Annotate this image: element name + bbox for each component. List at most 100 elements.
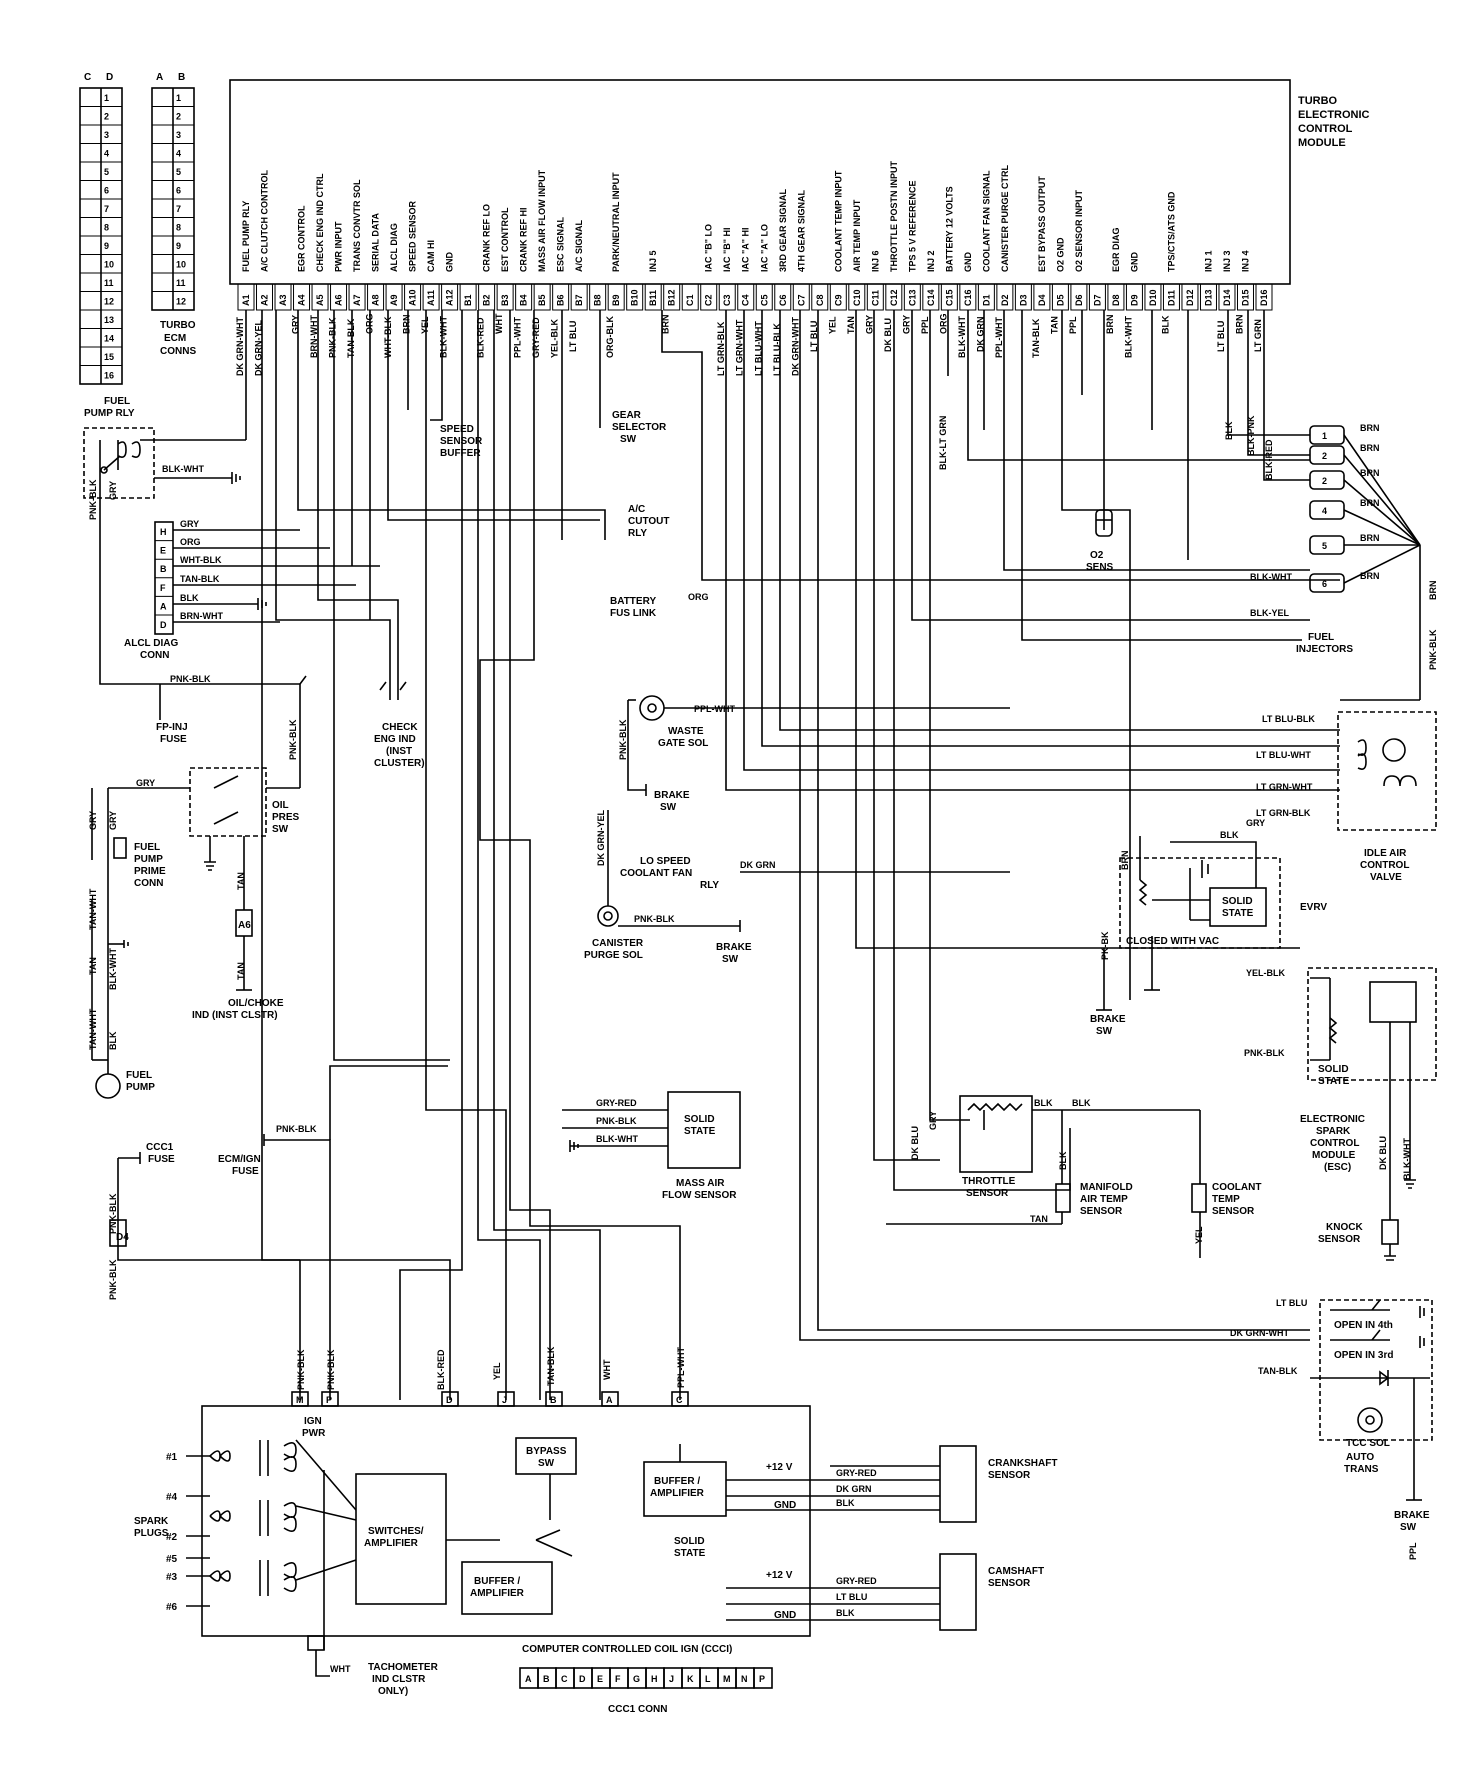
wire-tan-blk-tcc: TAN-BLK [1258,1366,1298,1376]
ecm-pin-id: D9 [1129,294,1139,306]
camshaft-2: SENSOR [988,1578,1031,1589]
ecm-pin-wire: PPL [1068,316,1078,334]
fp-inj-fuse-1: FP-INJ [156,722,188,733]
ecm-pin-id: D2 [1000,294,1010,306]
ecm-pin-wire: GRY-RED [531,317,541,358]
ecm-pin-box [256,283,274,311]
wire-gry-evrv: GRY [1246,818,1265,828]
ecm-pin-wire: BLK-WHT [957,316,967,358]
ecm-pin-id: A1 [241,294,251,306]
ecm-pin-id: D1 [981,294,991,306]
wire-gry-red-maf: GRY-RED [596,1098,637,1108]
ecm-pin-function: IAC "B" HI [722,227,732,272]
camshaft-1: CAMSHAFT [988,1566,1044,1577]
ecm-pin-wire: PNK-BLK [328,317,338,358]
ecm-pin-function: THROTTLE POSTN INPUT [889,161,899,272]
o2-sensor [1095,416,1113,537]
alcl-pin-letter: B [160,564,167,574]
ecm-pin-function: IAC "A" LO [759,224,769,272]
lo-speed-fan-2: COOLANT FAN [620,868,692,879]
ecm-pin-id: A3 [278,294,288,306]
ecm-pin-id: D6 [1074,294,1084,306]
ecm-pin-wire: LT BLU [1216,321,1226,352]
ccc1-conn-letter: E [597,1674,603,1684]
wire-gry-red-crank: GRY-RED [836,1468,877,1478]
ecm-pin-box [626,283,644,311]
maf-solid-1: SOLID [684,1114,715,1125]
lo-speed-fan-3: RLY [700,880,719,891]
ecm-pin-box [1107,283,1125,311]
wire-dk-grn-crank: DK GRN [836,1484,872,1494]
auto-trans-1: AUTO [1346,1452,1374,1463]
ccc-module-pin [545,1391,563,1407]
vertical-wire-label: PNK-BLK [296,1349,306,1390]
knock-2: SENSOR [1318,1234,1361,1245]
ecm-pin-box [1144,283,1162,311]
battery-fus-1: BATTERY [610,596,656,607]
ecm-title-1: TURBO [1298,95,1338,107]
ac-cutout-3: RLY [628,528,647,539]
ecm-pin-box [515,283,533,311]
injector-brn-label: BRN [1360,533,1380,543]
ecm-pin-function: A/C CLUTCH CONTROL [260,170,270,272]
ecm-pin-box [663,283,681,311]
ecm-pin-function: EST BYPASS OUTPUT [1037,176,1047,272]
ecm-pin-box [996,283,1014,311]
vertical-wire-label: BRN [1120,851,1130,871]
fuel-pump-prime-1: FUEL [134,842,160,853]
fuel-injectors [1309,425,1421,701]
wire-wht-blk-diag: WHT-BLK [180,555,222,565]
ecm-pin-box [1218,283,1236,311]
ecm-pin-function: INJ 3 [1222,250,1232,272]
ecm-pin-box [977,283,995,311]
ecm-pin-box [330,283,348,311]
fuel-pump-prime [91,788,129,1099]
vertical-wire-label: TAN-WHT [88,1008,98,1050]
check-eng-1: CHECK [382,722,418,733]
ecm-pin-wire: PPL-WHT [513,317,523,358]
ccc1-conn-letter: J [669,1674,674,1684]
spark-plug-number: #2 [166,1532,178,1543]
grid-left-num: 12 [104,297,114,307]
ccc-module-pin [601,1391,619,1407]
ccc-module-pin-letter: D [446,1395,453,1405]
ccc1-conn-letter: A [525,1674,532,1684]
tach-2: IND CLSTR [372,1674,426,1685]
waste-gate-solenoid [627,695,1010,796]
vertical-wire-label: PPL-WHT [676,1347,686,1388]
ecm-pin-box [681,283,699,311]
ecm-pin-function: 3RD GEAR SIGNAL [778,188,788,272]
grid-left-num: 14 [104,334,114,344]
wire-lt-grn-wht: LT GRN-WHT [1256,782,1313,792]
ecm-pin-id: A6 [334,294,344,306]
fuel-pump-relay [83,310,247,499]
ecm-pin-box [1199,283,1217,311]
grid-head-a: A [156,72,163,83]
spark-plug-number: #4 [166,1492,178,1503]
ecm-pin-function: COOLANT FAN SIGNAL [981,170,991,272]
vertical-wire-label: TAN-BLK [546,1346,556,1386]
ccci-solid-1: SOLID [674,1536,705,1547]
ecm-pin-box [404,283,422,311]
tach-3: ONLY) [378,1686,408,1697]
manifold-3: SENSOR [1080,1206,1123,1217]
coolant-1: COOLANT [1212,1182,1261,1193]
ccc1-conn-letter: M [723,1674,731,1684]
grid-left-num: 9 [104,241,109,251]
wire-blk-ts2: BLK [1072,1098,1091,1108]
ecm-pin-wire: YEL [420,316,430,334]
ecm-pin-wire: ORG [365,313,375,334]
vertical-wire-label: PNK-BLK [326,1349,336,1390]
ccc-module-pin [671,1391,689,1407]
ccc-module-pin-letter: B [550,1395,557,1405]
grid-head-b: B [178,72,185,83]
ecm-pin-wire: GRY [864,315,874,334]
brake-sw-3a: BRAKE [1090,1014,1126,1025]
grid-right-num: 6 [176,186,181,196]
grid-left-num: 5 [104,167,109,177]
grid-head-d: D [106,72,113,83]
spark-plugs-1: SPARK [134,1516,169,1527]
vertical-wire-label: PNK-BLK [1428,629,1438,670]
o2-sens-1: O2 [1090,550,1104,561]
speed-sensor-buffer-2: SENSOR [440,436,483,447]
